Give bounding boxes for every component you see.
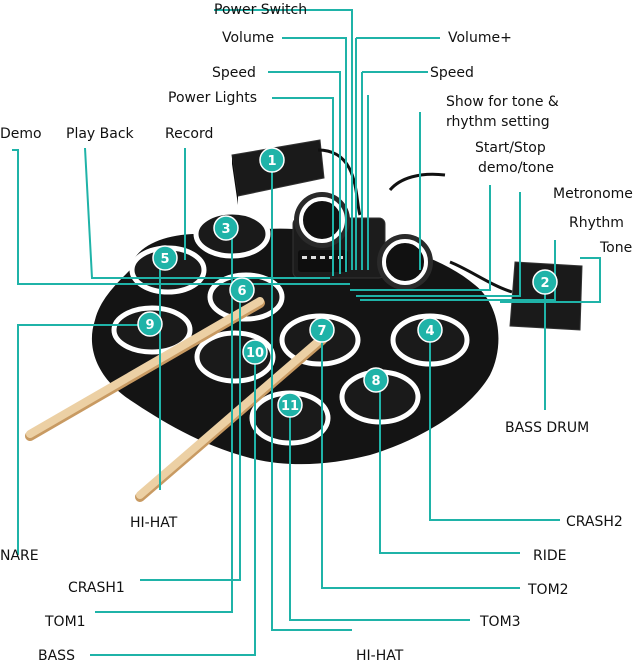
leader-lines: [12, 9, 601, 656]
callout-1: 1: [259, 147, 285, 173]
label-start-stop-2: demo/tone: [478, 160, 554, 176]
label-snare: NARE: [0, 548, 39, 564]
label-record: Record: [165, 126, 213, 142]
callout-7-text: 7: [317, 324, 326, 339]
callout-9-text: 9: [145, 318, 154, 333]
callout-3: 3: [213, 215, 239, 241]
label-show-for-tone-1: Show for tone &: [446, 94, 559, 110]
callout-3-text: 3: [221, 222, 230, 237]
label-volume-minus: Volume: [222, 30, 274, 46]
label-show-for-tone-2: rhythm setting: [446, 114, 550, 130]
callout-8-text: 8: [371, 374, 380, 389]
callout-6: 6: [229, 277, 255, 303]
cable-loop: [388, 172, 446, 192]
right-speaker-ring: [382, 239, 428, 285]
callout-4: 4: [417, 317, 443, 343]
callout-8: 8: [363, 367, 389, 393]
drumstick-left: [26, 297, 264, 438]
label-play-back: Play Back: [66, 126, 135, 142]
callout-11: 11: [277, 392, 303, 418]
label-speed-left: Speed: [212, 65, 256, 81]
callout-7: 7: [309, 317, 335, 343]
button-strip: [298, 250, 348, 272]
label-speed-right: Speed: [430, 65, 474, 81]
label-ride: RIDE: [533, 548, 566, 564]
callout-11-text: 11: [281, 399, 299, 414]
label-power-switch: Power Switch: [214, 2, 307, 18]
label-metronome: Metronome: [553, 186, 633, 202]
callout-4-text: 4: [425, 324, 434, 339]
label-hi-hat-bottom: HI-HAT: [356, 648, 404, 664]
callout-10-text: 10: [246, 346, 264, 361]
callout-5-text: 5: [160, 252, 169, 267]
left-speaker-ring: [299, 197, 345, 243]
label-power-lights: Power Lights: [168, 90, 257, 106]
label-volume-plus: Volume+: [448, 30, 512, 46]
label-bass: BASS: [38, 648, 75, 664]
pedal-2-cable: [449, 260, 513, 294]
callout-6-text: 6: [237, 284, 246, 299]
label-hi-hat-left: HI-HAT: [130, 515, 178, 531]
label-tom2: TOM2: [527, 582, 569, 598]
callout-2-text: 2: [540, 276, 549, 291]
label-rhythm: Rhythm: [569, 215, 624, 231]
label-tom1: TOM1: [44, 614, 86, 630]
label-demo: Demo: [0, 126, 42, 142]
label-crash2: CRASH2: [566, 514, 623, 530]
label-tone: Tone: [599, 240, 632, 256]
callout-2: 2: [532, 269, 558, 295]
label-bass-drum: BASS DRUM: [505, 420, 589, 436]
callout-10: 10: [242, 339, 268, 365]
callout-9: 9: [137, 311, 163, 337]
label-start-stop-1: Start/Stop: [475, 140, 546, 156]
label-crash1: CRASH1: [68, 580, 125, 596]
label-tom3: TOM3: [479, 614, 521, 630]
callout-1-text: 1: [267, 154, 276, 169]
callout-5: 5: [152, 245, 178, 271]
